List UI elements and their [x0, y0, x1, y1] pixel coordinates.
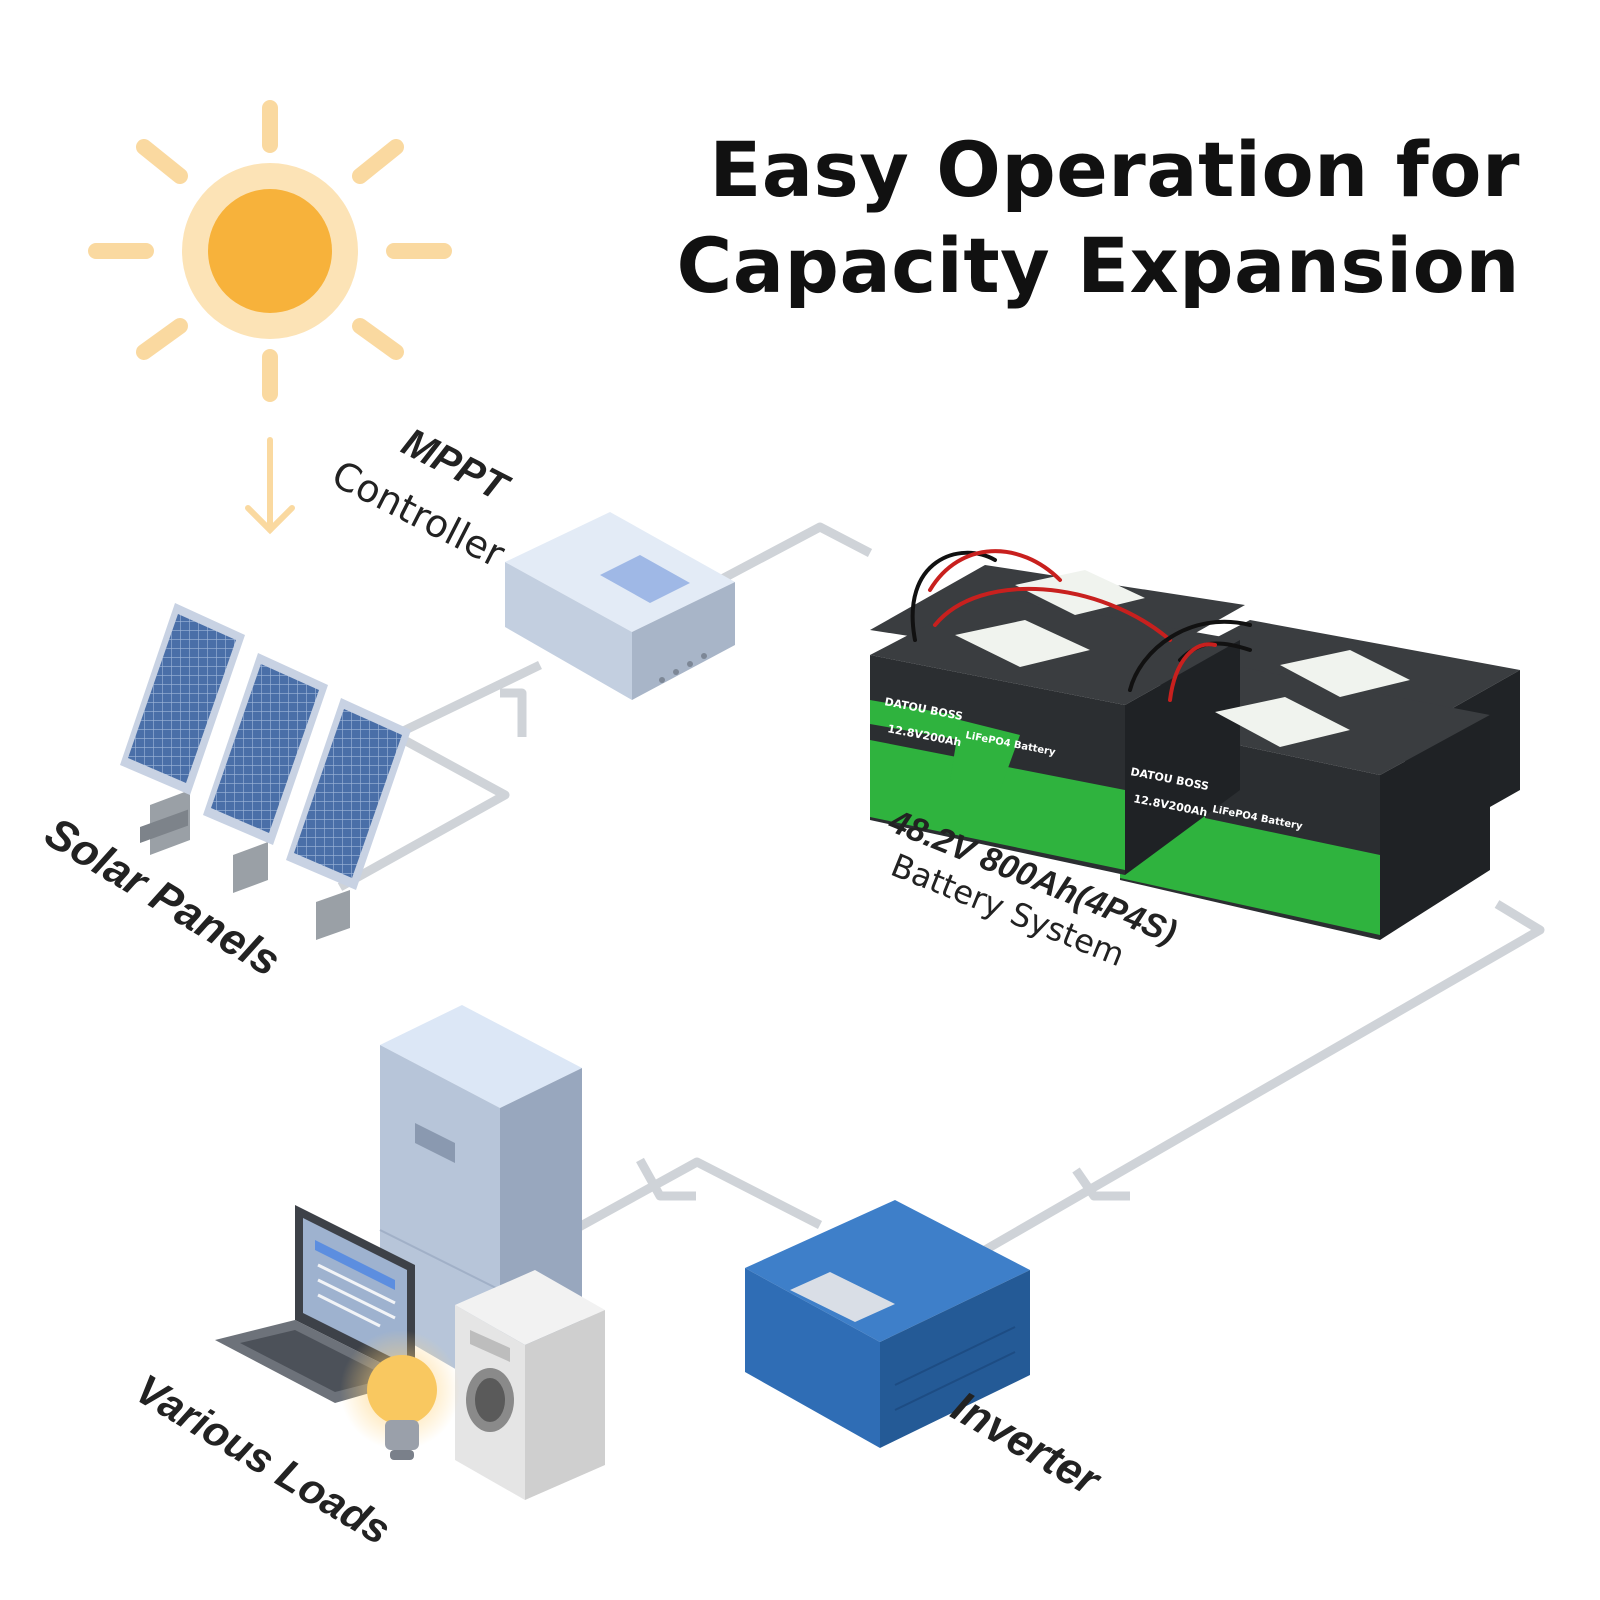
light-bulb-icon — [340, 1330, 460, 1460]
title-line-1: Easy Operation for — [709, 125, 1520, 214]
sun-icon — [88, 100, 452, 402]
washing-machine-icon — [455, 1270, 605, 1500]
page-title: Easy Operation for Capacity Expansion — [640, 122, 1520, 314]
inverter-icon — [745, 1200, 1030, 1448]
arrow-down-icon — [245, 437, 295, 535]
mppt-controller-icon — [505, 512, 735, 700]
solar-panel-icon — [120, 603, 411, 940]
battery-icon: DATOU BOSS 12.8V200Ah LiFePO4 Battery DA… — [870, 549, 1520, 940]
title-line-2: Capacity Expansion — [676, 221, 1520, 310]
wiring — [337, 522, 1545, 1254]
